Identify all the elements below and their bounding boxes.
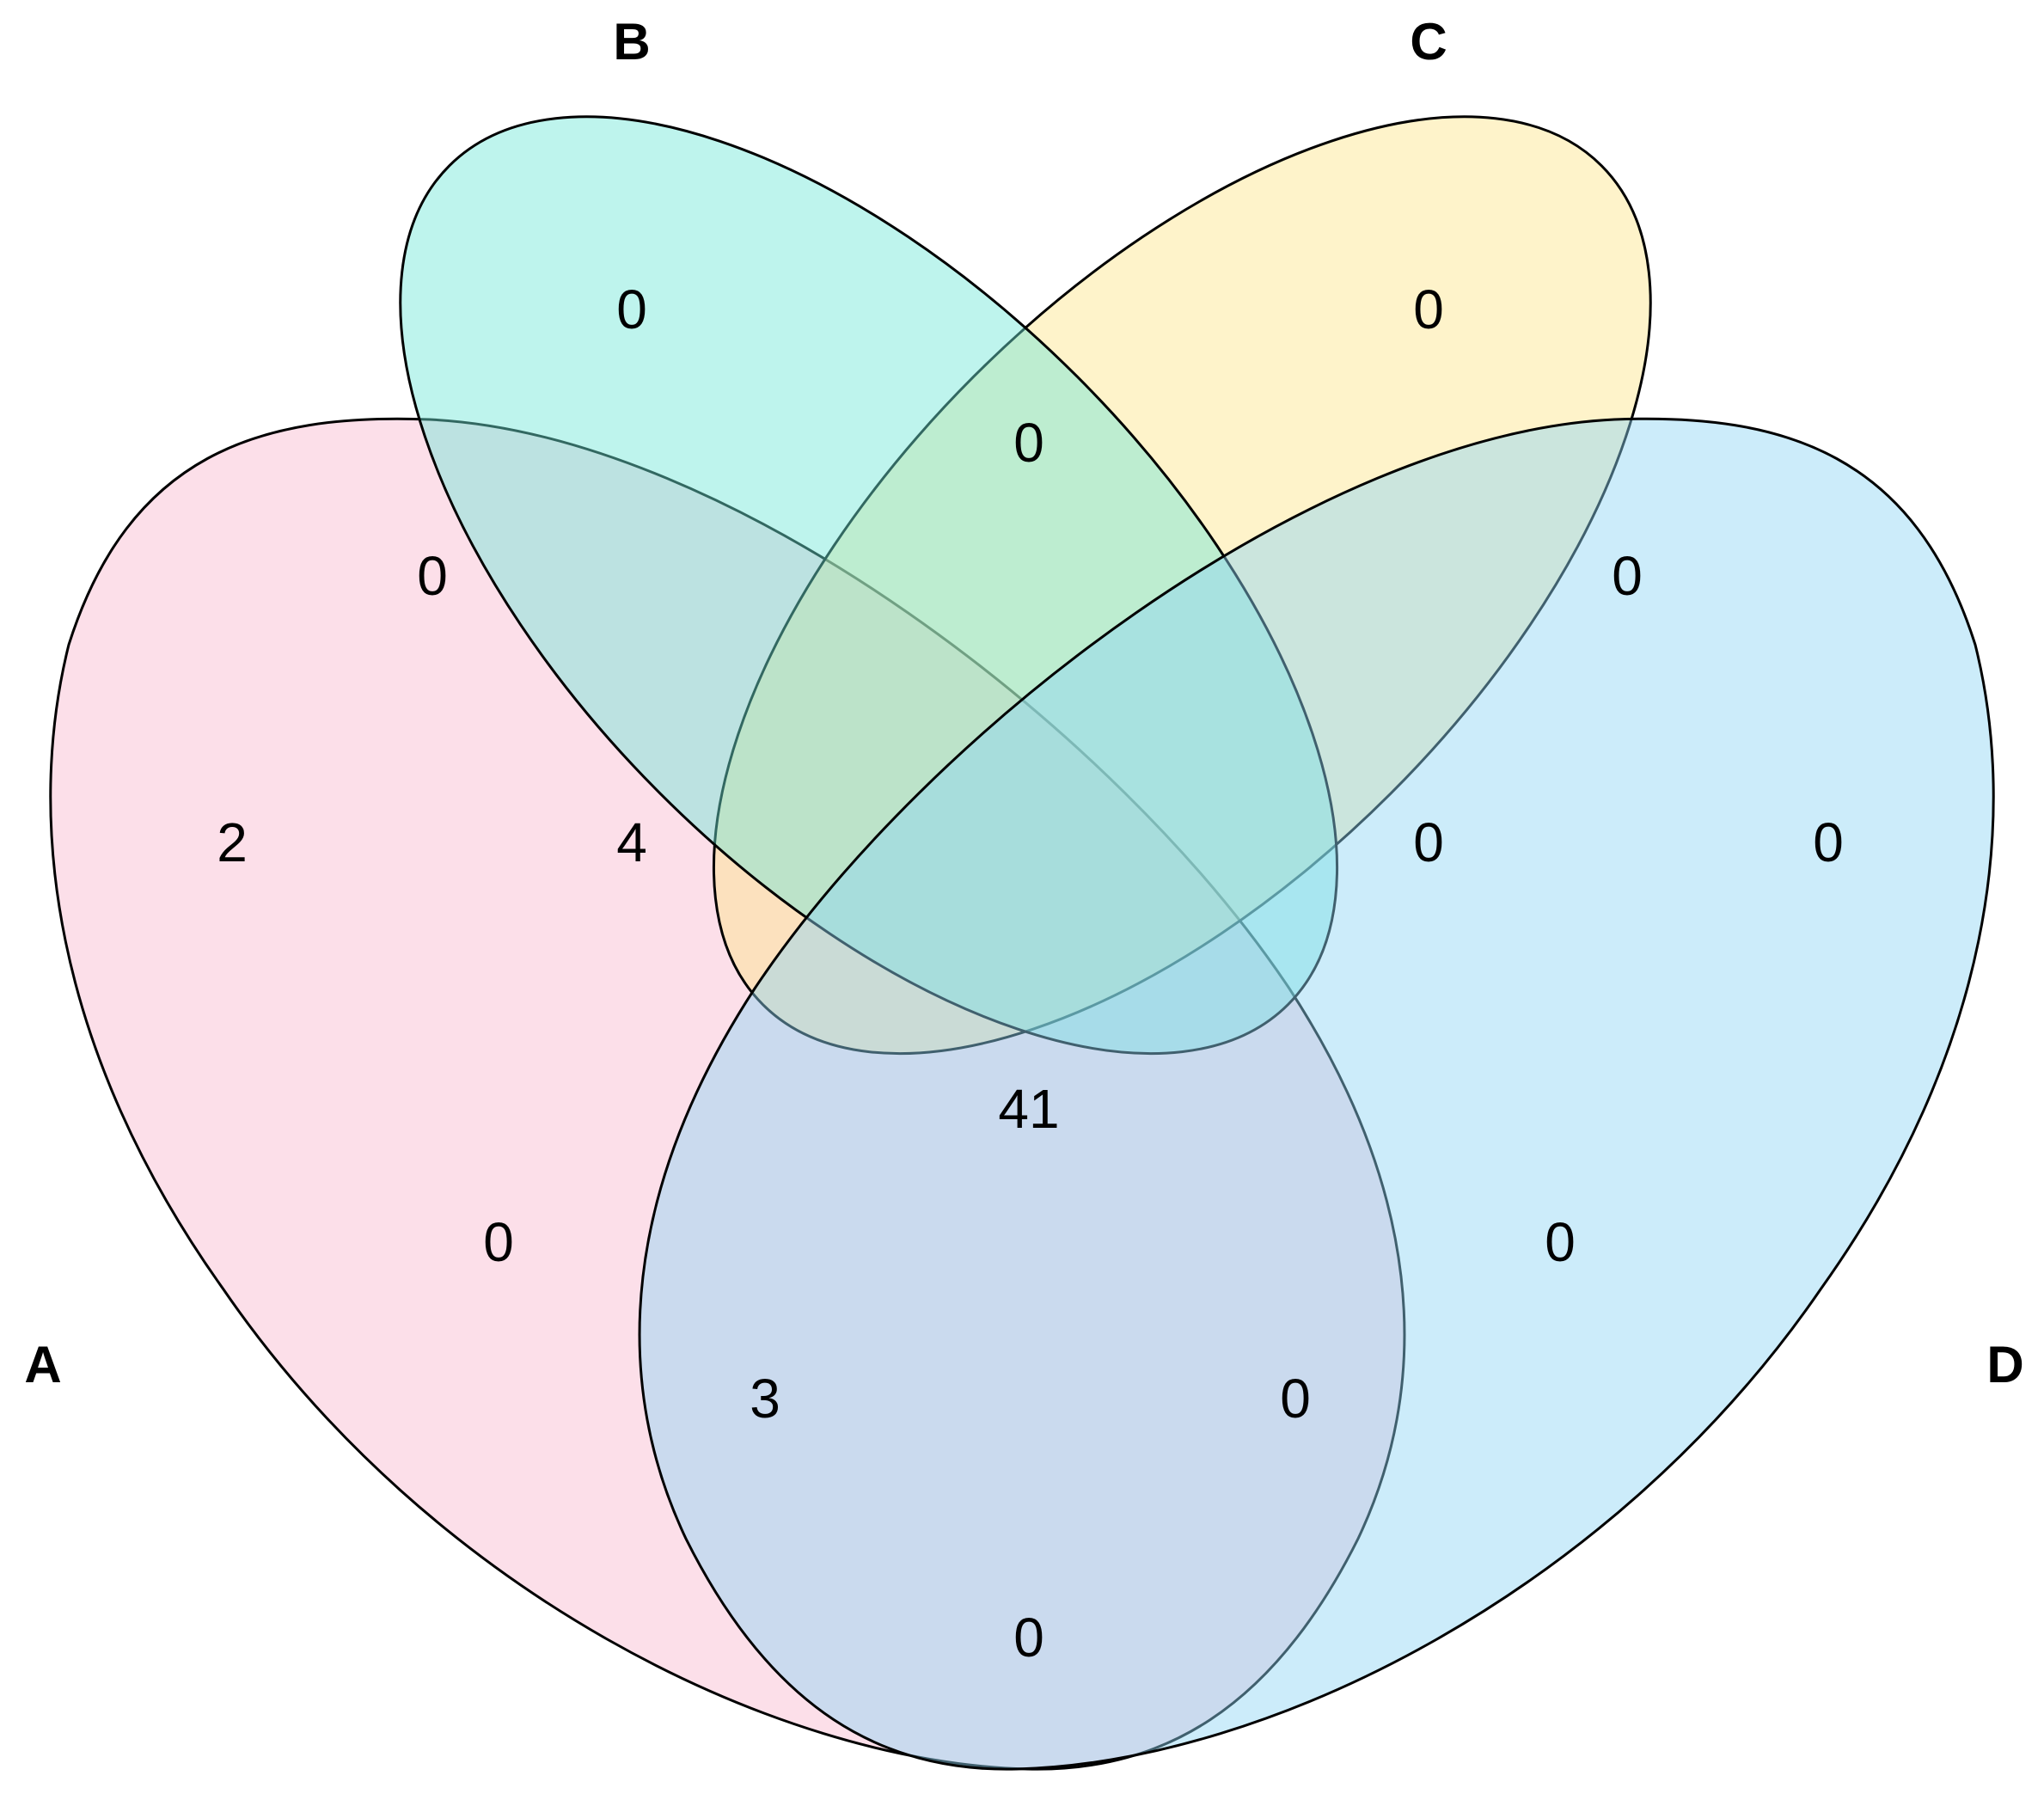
set-a-label: A <box>24 1336 61 1393</box>
set-d-label: D <box>1986 1336 2023 1393</box>
count-ad-bottom: 0 <box>1013 1607 1044 1668</box>
count-abcd: 41 <box>998 1078 1059 1140</box>
set-c-label: C <box>1410 13 1447 70</box>
set-d-shape <box>638 417 1995 1771</box>
count-c-only: 0 <box>1413 279 1444 340</box>
count-bd: 0 <box>1545 1211 1576 1273</box>
count-ab: 0 <box>417 545 448 607</box>
count-ac: 0 <box>483 1211 514 1273</box>
count-d-only: 0 <box>1813 811 1844 873</box>
count-abc: 4 <box>616 811 647 873</box>
set-b-shape <box>713 115 1652 1055</box>
count-abd: 0 <box>1280 1368 1311 1430</box>
count-bc: 0 <box>1013 412 1044 474</box>
set-b-label: B <box>613 13 650 70</box>
count-b-only: 0 <box>616 279 647 340</box>
count-a-only: 2 <box>217 811 248 873</box>
count-acd: 3 <box>750 1368 780 1430</box>
count-bcd: 0 <box>1413 811 1444 873</box>
count-cd: 0 <box>1612 545 1643 607</box>
set-c-shape <box>399 115 1338 1055</box>
